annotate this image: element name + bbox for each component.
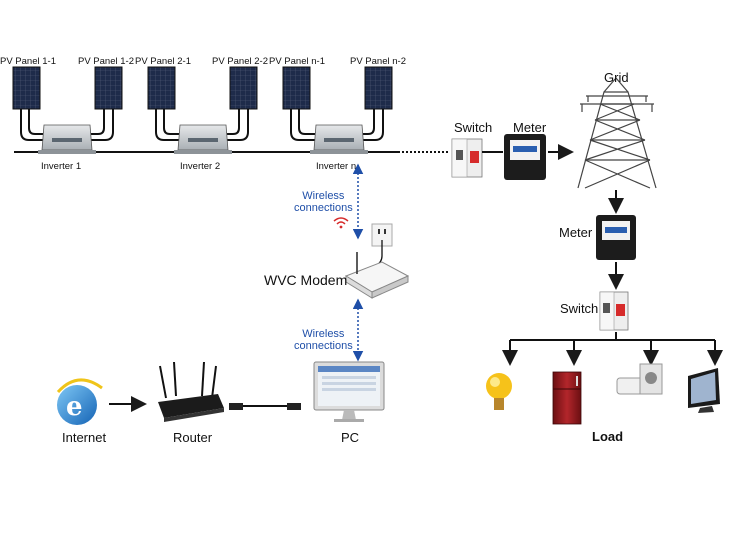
label-switch-bottom: Switch	[560, 301, 599, 316]
television	[688, 368, 720, 413]
air-conditioner	[616, 363, 663, 395]
wvc-modem-device	[344, 252, 410, 299]
pv-panel-2-1	[147, 66, 176, 110]
router-device	[158, 361, 224, 422]
label-internet: Internet	[62, 430, 107, 445]
pv-panel-n-1	[282, 66, 311, 110]
label-inverter-1: Inverter 1	[41, 161, 82, 172]
label-inverter-n: Inverter n	[316, 161, 357, 172]
label-pc: PC	[341, 430, 360, 445]
switch-breaker-top	[451, 138, 483, 178]
label-inverter-2: Inverter 2	[180, 161, 221, 172]
label-meter-bottom: Meter	[559, 225, 593, 240]
label-pv-panel-1-1: PV Panel 1-1	[0, 56, 56, 67]
label-pv-panel-2-1: PV Panel 2-1	[135, 56, 191, 67]
label-load: Load	[592, 429, 624, 444]
panel-cables	[20, 109, 384, 141]
inverter-1	[38, 124, 96, 154]
inverter-2	[174, 124, 232, 154]
pv-panel-n-2	[364, 66, 393, 110]
label-grid: Grid	[604, 70, 629, 85]
wall-socket	[371, 223, 393, 267]
refrigerator	[552, 371, 582, 425]
label-pv-panel-1-2: PV Panel 1-2	[78, 56, 134, 67]
inverter-n	[310, 124, 368, 154]
label-switch-top: Switch	[454, 120, 493, 135]
meter-bottom	[596, 215, 636, 260]
pv-panel-2-2	[229, 66, 258, 110]
grid-tower	[577, 77, 657, 189]
pv-panel-1-1	[12, 66, 41, 110]
label-pv-panel-n-1: PV Panel n-1	[269, 56, 325, 67]
label-wireless-top: Wireless connections	[294, 190, 353, 214]
internet-icon: e	[56, 378, 103, 425]
svg-text:e: e	[66, 392, 83, 422]
pc-monitor	[313, 361, 385, 422]
label-meter-top: Meter	[513, 120, 547, 135]
ethernet-cable	[229, 403, 301, 410]
load-distribution	[502, 332, 723, 366]
label-pv-panel-2-2: PV Panel 2-2	[212, 56, 268, 67]
meter-top	[504, 134, 546, 180]
light-bulb	[486, 373, 512, 410]
label-wireless-bottom: Wireless connections	[294, 328, 353, 352]
wifi-icon	[333, 217, 349, 229]
switch-breaker-bottom	[599, 291, 629, 331]
label-pv-panel-n-2: PV Panel n-2	[350, 56, 406, 67]
pv-panel-1-2	[94, 66, 123, 110]
label-wvc-modem: WVC Modem	[264, 272, 348, 288]
label-router: Router	[173, 430, 213, 445]
